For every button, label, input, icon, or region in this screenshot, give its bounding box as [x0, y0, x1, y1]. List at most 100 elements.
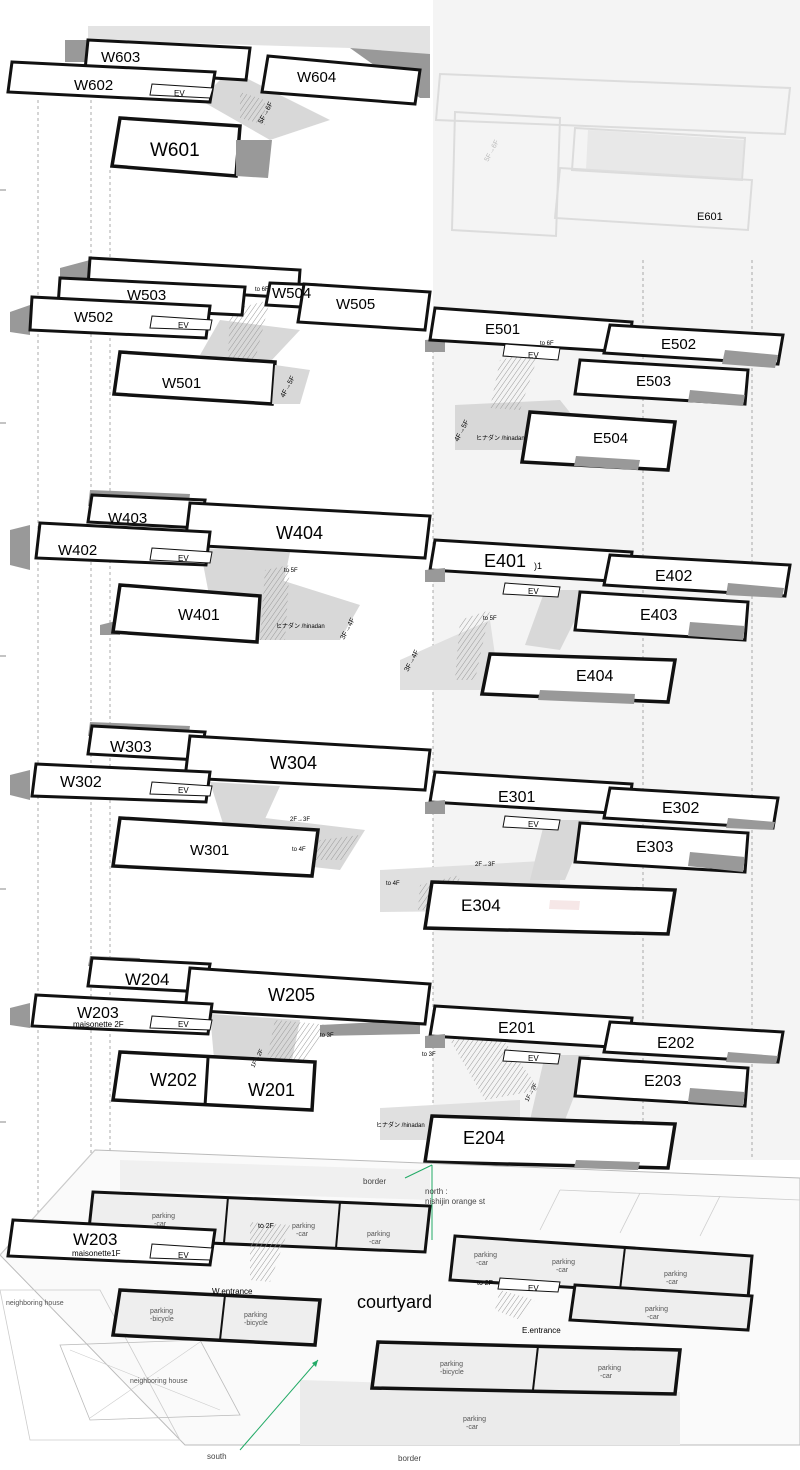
elevator-label: EV	[528, 587, 539, 596]
unit-label: E304	[461, 896, 501, 915]
elevator-label: EV	[178, 1251, 189, 1260]
north-label: north :	[425, 1187, 448, 1196]
border-label: border	[398, 1454, 421, 1463]
level-ticks	[0, 189, 6, 1123]
unit-sublabel: maisonette 2F	[73, 1020, 124, 1029]
unit-label: W401	[178, 607, 220, 624]
stair-label: 2F→3F	[475, 862, 495, 868]
unit-label: W504	[272, 285, 311, 302]
border-label: border	[363, 1177, 386, 1186]
elevator-label: EV	[528, 1284, 539, 1293]
parking-label: parking-bicycle	[244, 1312, 268, 1327]
unit-label: W201	[248, 1080, 295, 1100]
parking-label: parking-car	[463, 1416, 486, 1431]
unit-label: E203	[644, 1073, 681, 1090]
stair-label: to 4F	[386, 881, 400, 887]
unit-label: W601	[150, 140, 200, 161]
entrance-label: W.entrance	[212, 1287, 253, 1296]
unit-label: W301	[190, 842, 229, 859]
unit-label: W404	[276, 523, 323, 543]
elevator-label: EV	[174, 89, 185, 98]
hinadan-label: ヒナダン /hinadan	[276, 622, 325, 630]
parking-label: parking-car	[474, 1252, 497, 1267]
unit-label: E601	[697, 211, 723, 223]
floor-3: W303 W302 W304 W301 E301 E302 E303 E304 …	[10, 722, 780, 936]
unit-label: E403	[640, 607, 677, 624]
floor-1-site: W203 maisonette1F EV EV to 2F to 2F W.en…	[0, 1149, 800, 1463]
south-label: south	[207, 1452, 227, 1461]
stair-label: to 4F	[292, 847, 306, 853]
parking-label: parking-car	[292, 1223, 315, 1238]
unit-label: W604	[297, 69, 336, 86]
floor-5: W503 W502 W504 W505 W501 E501 E502 E503 …	[10, 256, 785, 472]
courtyard-label: courtyard	[357, 1292, 432, 1312]
unit-label: W203	[77, 1005, 119, 1022]
unit-label: E503	[636, 373, 671, 390]
parking-label: parking-bicycle	[440, 1361, 464, 1376]
stair-label: to 3F	[422, 1052, 436, 1058]
unit-label: E301	[498, 789, 535, 806]
north-street-label: nishijin orange st	[425, 1197, 486, 1206]
floor-6: W603 W602 W604 W601 E601 EV 5F→6F 5F→6F	[6, 26, 792, 238]
unit-label: W503	[127, 287, 166, 304]
unit-label: W502	[74, 309, 113, 326]
unit-label: E501	[485, 321, 520, 338]
parking-label: parking-car	[664, 1271, 687, 1286]
unit-label: E303	[636, 839, 673, 856]
stair-label: to 2F	[477, 1280, 493, 1287]
unit-label: W603	[101, 49, 140, 66]
unit-label: E202	[657, 1035, 694, 1052]
floor-2: W204 W203 maisonette 2F W205 W202 W201 E…	[10, 956, 785, 1170]
hinadan-label: ヒナダン /hinadan	[376, 1121, 425, 1129]
elevator-label: EV	[178, 1020, 189, 1029]
unit-label: W202	[150, 1070, 197, 1090]
stair-label: to 3F	[320, 1033, 334, 1039]
stair-label: 2F→3F	[290, 817, 310, 823]
stair-label: to 6F	[255, 287, 269, 293]
unit-sublabel: maisonette1F	[72, 1249, 121, 1258]
unit-label-suffix: )1	[534, 561, 542, 571]
elevator-label: EV	[178, 786, 189, 795]
unit-label: W203	[73, 1230, 117, 1249]
stair-label: to 6F	[540, 341, 554, 347]
parking-label: parking-car	[645, 1306, 668, 1321]
unit-label: E502	[661, 336, 696, 353]
unit-label: E404	[576, 668, 613, 685]
neighbor-label: neighboring house	[130, 1378, 188, 1385]
elevator-label: EV	[178, 554, 189, 563]
unit-label: E204	[463, 1128, 505, 1148]
elevator-label: EV	[178, 321, 189, 330]
unit-label: W501	[162, 375, 201, 392]
unit-label: E302	[662, 800, 699, 817]
unit-label: E201	[498, 1020, 535, 1037]
unit-label: E504	[593, 430, 628, 447]
unit-label: W205	[268, 985, 315, 1005]
floor-4: W403 W402 W404 W401 E401 )1 E402 E403 E4…	[10, 490, 792, 704]
unit-label: W602	[74, 77, 113, 94]
elevator-label: EV	[528, 351, 539, 360]
stair-label: to 2F	[258, 1223, 274, 1230]
unit-label: W403	[108, 510, 147, 527]
parking-label: parking-car	[367, 1231, 390, 1246]
unit-label: E402	[655, 568, 692, 585]
unit-label: W302	[60, 774, 102, 791]
parking-label: parking-car	[552, 1259, 575, 1274]
unit-label: W505	[336, 296, 375, 313]
stair-label: to 5F	[483, 616, 497, 622]
stair-label: to 5F	[284, 568, 298, 574]
parking-label: parking-bicycle	[150, 1308, 174, 1323]
hinadan-label: ヒナダン /hinadan	[476, 434, 525, 442]
parking-labels: parking-car parking-car parking-car park…	[150, 1213, 687, 1431]
parking-label: parking-car	[152, 1213, 175, 1228]
unit-label: W303	[110, 739, 152, 756]
neighbor-label: neighboring house	[6, 1300, 64, 1307]
parking-label: parking-car	[598, 1365, 621, 1380]
entrance-label: E.entrance	[522, 1326, 561, 1335]
unit-label: W204	[125, 970, 169, 989]
unit-label: W402	[58, 542, 97, 559]
unit-label: E401	[484, 551, 526, 571]
unit-label: W304	[270, 753, 317, 773]
elevator-label: EV	[528, 820, 539, 829]
